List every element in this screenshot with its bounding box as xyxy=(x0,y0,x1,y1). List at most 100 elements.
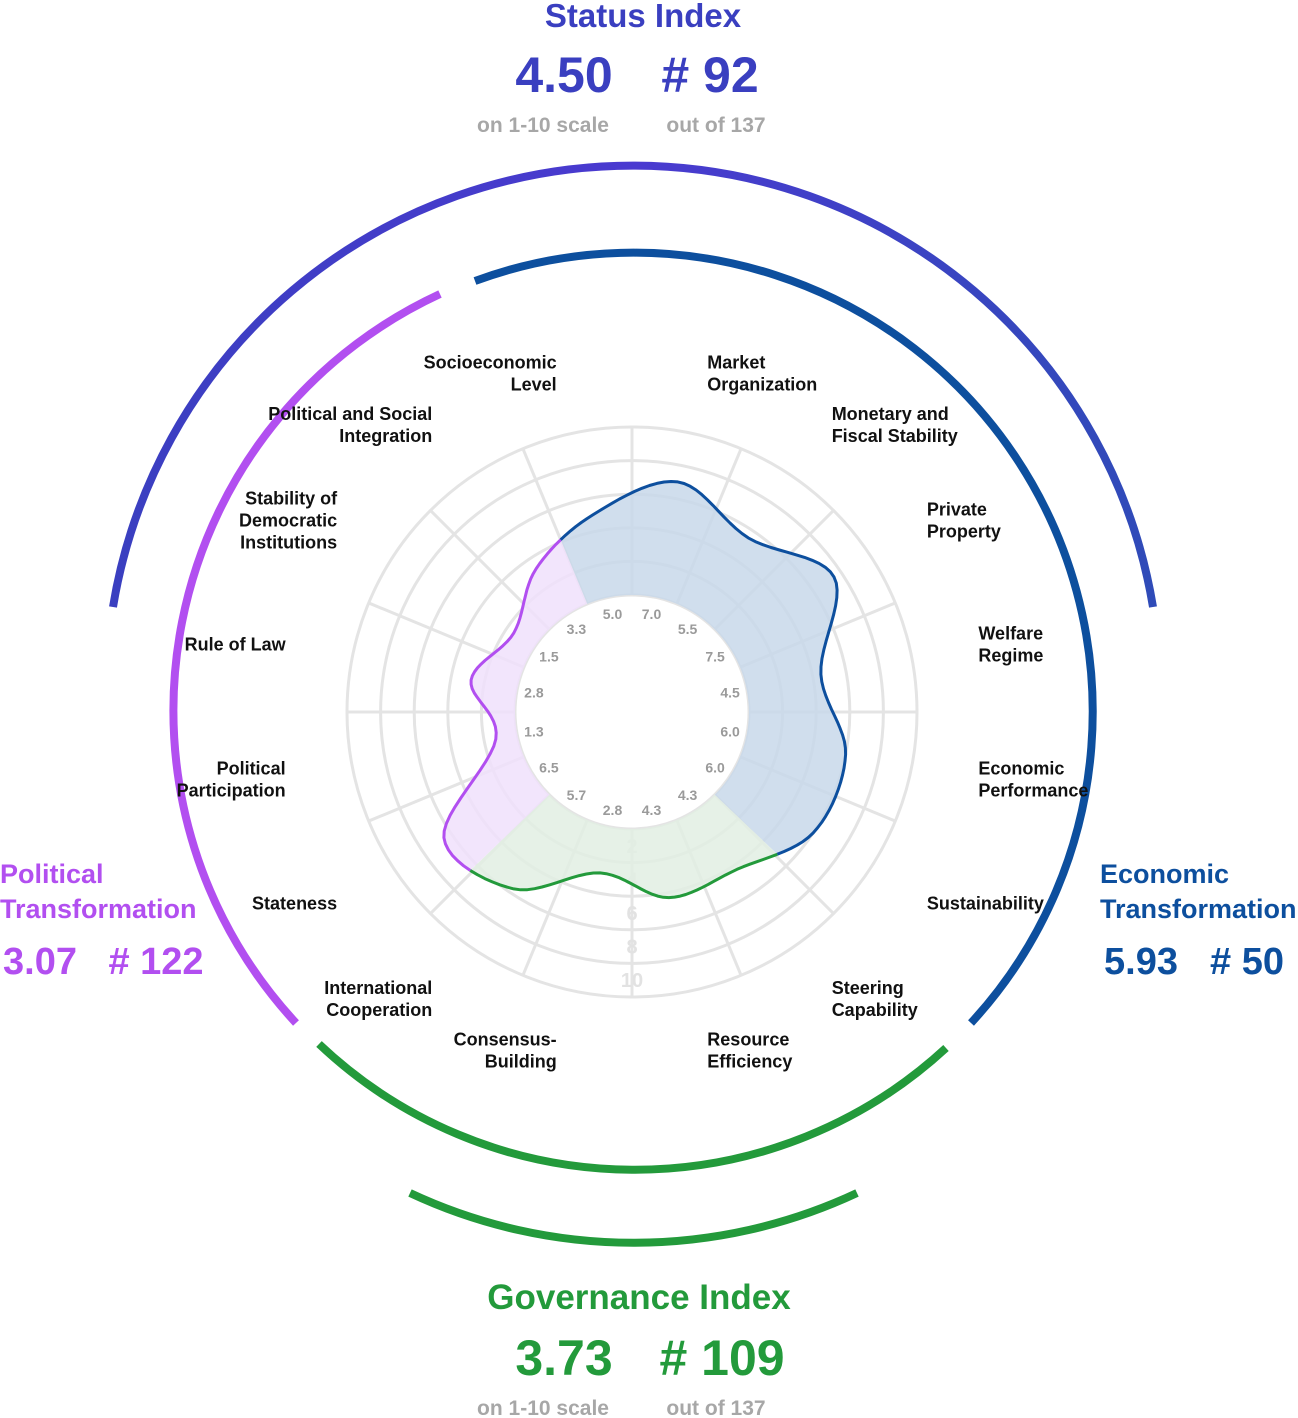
economic-transformation-arc xyxy=(473,248,1097,1026)
status-index-score: 4.50 xyxy=(515,47,612,103)
category-label-line: Private xyxy=(927,499,987,519)
governance-index-rank-note: out of 137 xyxy=(666,1397,765,1418)
category-label-line: Organization xyxy=(707,375,817,395)
category-label-line: Rule of Law xyxy=(185,635,287,655)
category-label-line: Property xyxy=(927,521,1001,541)
category-label-line: Stateness xyxy=(252,894,337,914)
value-label: 4.3 xyxy=(678,787,698,803)
category-label-line: Resource xyxy=(707,1029,789,1049)
category-label-line: Building xyxy=(485,1051,557,1071)
governance-index-score: 3.73 xyxy=(515,1330,612,1386)
value-label: 5.7 xyxy=(567,787,587,803)
value-label: 3.3 xyxy=(567,621,587,637)
category-label-line: Performance xyxy=(978,780,1088,800)
governance-area xyxy=(470,794,778,898)
category-label-line: Market xyxy=(707,353,765,373)
category-label-line: Capability xyxy=(832,1000,918,1020)
category-label-line: Democratic xyxy=(239,510,337,530)
economic-transformation-title-1: Economic xyxy=(1100,859,1229,889)
category-label: Stateness xyxy=(252,894,337,914)
value-label: 4.5 xyxy=(720,685,740,701)
value-label: 2.8 xyxy=(603,802,623,818)
category-label-line: International xyxy=(324,978,432,998)
tick-label: 8 xyxy=(626,937,637,959)
value-label: 7.5 xyxy=(705,648,725,664)
tick-label: 6 xyxy=(626,903,637,925)
category-label-line: Consensus- xyxy=(454,1029,557,1049)
value-label: 5.5 xyxy=(678,621,698,637)
category-label-line: Level xyxy=(511,375,557,395)
category-label-line: Stability of xyxy=(245,488,338,508)
category-label-line: Integration xyxy=(339,426,432,446)
governance-index-score-note: on 1-10 scale xyxy=(477,1397,609,1418)
category-label-line: Participation xyxy=(177,780,286,800)
category-label: Sustainability xyxy=(927,894,1044,914)
governance-transformation-arc xyxy=(316,1041,949,1174)
value-label: 1.3 xyxy=(524,724,544,740)
value-label: 4.3 xyxy=(642,802,662,818)
value-label: 6.0 xyxy=(720,724,740,740)
value-label: 6.5 xyxy=(539,760,559,776)
category-label-line: Efficiency xyxy=(707,1051,792,1071)
status-index-title: Status Index xyxy=(545,0,742,34)
value-label: 1.5 xyxy=(539,648,559,664)
category-label-line: Regime xyxy=(978,646,1043,666)
political-transformation-rank: # 122 xyxy=(108,941,203,983)
category-label-line: Steering xyxy=(832,978,904,998)
radar-value-labels: 7.0 5.5 7.5 4.5 6.0 6.0 4.3 4.3 2.8 5.7 6.5 1.3 2.8 1… xyxy=(524,606,740,818)
category-label-line: Welfare xyxy=(978,624,1043,644)
economic-transformation-title-2: Transformation xyxy=(1100,894,1297,924)
category-label-line: Cooperation xyxy=(326,1000,432,1020)
radar-areas xyxy=(443,481,846,898)
status-index-arc xyxy=(109,161,1157,608)
category-label-line: Sustainability xyxy=(927,894,1044,914)
economic-line xyxy=(559,480,848,856)
governance-index-rank: # 109 xyxy=(659,1330,784,1386)
value-label: 6.0 xyxy=(705,760,725,776)
radar-lines xyxy=(442,480,848,900)
political-transformation-title-2: Transformation xyxy=(0,894,197,924)
value-label: 2.8 xyxy=(524,685,544,701)
political-transformation-arc xyxy=(169,290,442,1026)
economic-transformation-score: 5.93 xyxy=(1104,941,1178,983)
political-transformation-score: 3.07 xyxy=(3,941,77,983)
category-label-line: Economic xyxy=(978,758,1064,778)
category-label-line: Institutions xyxy=(240,532,337,552)
category-label-line: Socioeconomic xyxy=(424,353,557,373)
category-label: Consensus-Building xyxy=(454,1029,557,1071)
status-index-rank-note: out of 137 xyxy=(666,114,765,137)
political-transformation-title-1: Political xyxy=(0,859,104,889)
status-index-score-note: on 1-10 scale xyxy=(477,114,609,137)
category-label-line: Monetary and xyxy=(832,404,949,424)
political-line xyxy=(442,538,562,872)
economic-area xyxy=(560,481,846,855)
grid-ring-0 xyxy=(513,593,751,831)
governance-index-title: Governance Index xyxy=(487,1278,791,1317)
value-label: 7.0 xyxy=(642,606,662,622)
category-label-line: Political and Social xyxy=(268,404,432,424)
category-label-line: Fiscal Stability xyxy=(832,426,958,446)
governance-line xyxy=(469,852,778,900)
value-label: 5.0 xyxy=(603,606,623,622)
governance-index-arc xyxy=(408,1189,859,1247)
status-index-rank: # 92 xyxy=(661,47,758,103)
category-label-line: Political xyxy=(217,758,286,778)
tick-label: 10 xyxy=(621,970,643,992)
category-label: Rule of Law xyxy=(185,635,287,655)
political-area xyxy=(443,539,588,871)
economic-transformation-rank: # 50 xyxy=(1210,941,1284,983)
